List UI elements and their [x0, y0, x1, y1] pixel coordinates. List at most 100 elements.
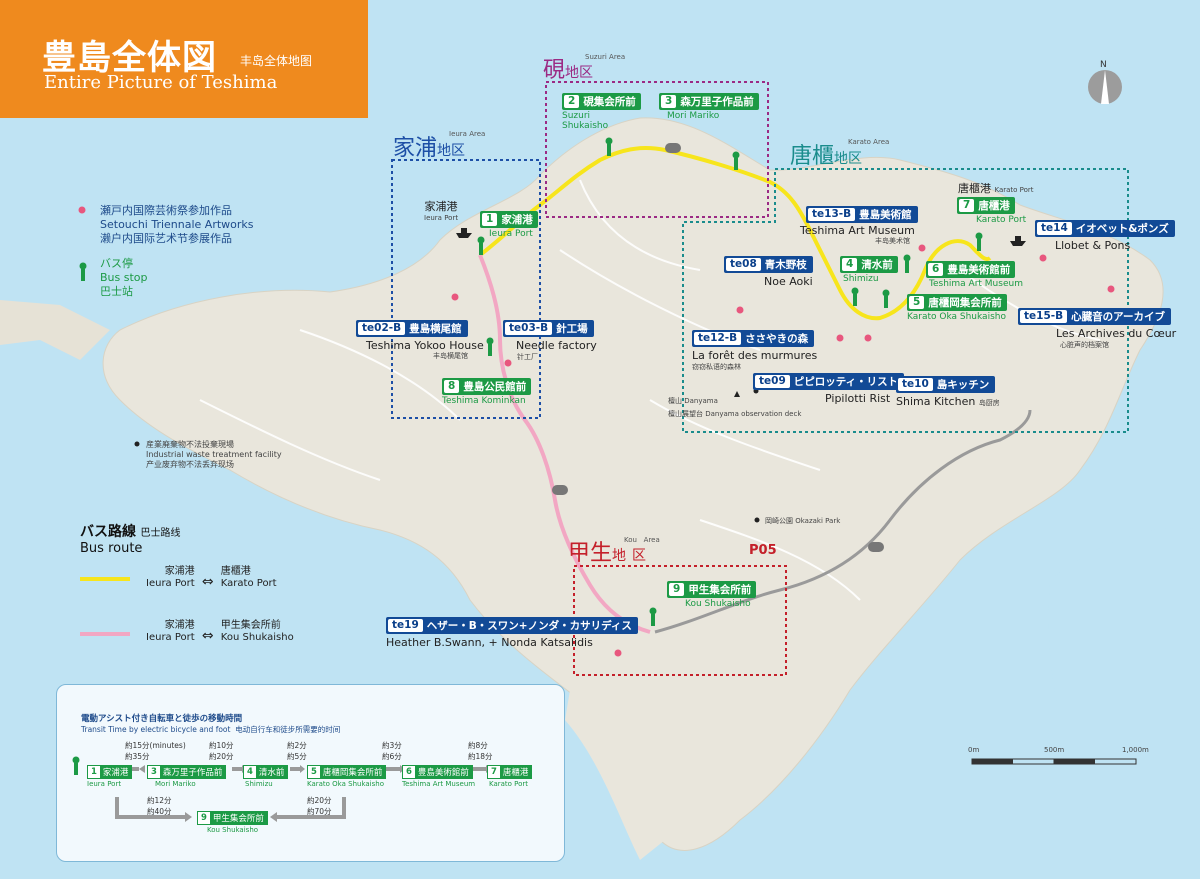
time-1-2-walk: 約35分 — [125, 752, 150, 761]
time-1-9-bike: 約12分 — [147, 796, 172, 805]
gray-road — [654, 409, 1032, 634]
karato-area-box — [682, 168, 1129, 433]
busstop-8-en: Teshima Kominkan — [442, 396, 526, 406]
artwork-te12b-en: La forêt des murmures — [692, 349, 818, 362]
artwork-te15b-cn: 心脏声的档案馆 — [1060, 341, 1109, 349]
okazaki-park-label: 岡崎公園 Okazaki Park — [765, 517, 841, 525]
artwork-te12b-cn: 窃窃私语的森林 — [692, 363, 741, 371]
north-label: N — [1100, 60, 1107, 70]
island-body — [102, 117, 1164, 851]
busstop-2-en: Suzuri Shukaisho — [562, 111, 609, 131]
artwork-te08-en: Noe Aoki — [764, 275, 813, 288]
pink-bus-route — [478, 254, 651, 634]
time-5-9-bike: 約20分 — [307, 796, 332, 805]
artwork-te10-en: Shima Kitchen 岛厨房 — [896, 395, 1000, 408]
busstop-4-en: Shimizu — [843, 274, 879, 284]
transit-time-panel: 電動アシスト付き自転車と徒歩の移動時間 Transit Time by elec… — [56, 684, 565, 862]
transit-title-jp: 電動アシスト付き自転車と徒歩の移動時間 — [81, 714, 243, 724]
transit-title-en: Transit Time by electric bicycle and foo… — [81, 725, 341, 734]
title-en: Entire Picture of Teshima — [44, 72, 278, 93]
karato-area-en: Karato Area — [848, 138, 890, 146]
yellow-bus-route — [478, 146, 992, 321]
scale-0: 0m — [968, 746, 980, 754]
artwork-te15b-en: Les Archives du Cœur — [1056, 327, 1177, 340]
danyama-label: 檀山 Danyama — [668, 397, 718, 405]
ieura-area-label: 家浦地区 — [393, 136, 466, 161]
title-box: 豊島全体図 丰岛全体地图 Entire Picture of Teshima — [0, 0, 368, 118]
artwork-te19-en: Heather B.Swann, + Nonda Katsalidis — [386, 636, 593, 649]
transit-stop-5-en: Karato Oka Shukaisho — [307, 780, 384, 788]
time-5-6-walk: 約6分 — [382, 752, 402, 761]
artwork-te09-en: Pipilotti Rist — [825, 392, 891, 405]
scale-500: 500m — [1044, 746, 1065, 754]
artwork-te14-en: Llobet & Pons — [1055, 239, 1131, 252]
legend-route-title: バス路線 巴士路线 Bus route — [80, 524, 181, 556]
artwork-te02b-cn: 丰岛横尾馆 — [433, 352, 468, 360]
kou-area-box — [573, 565, 787, 676]
busstop-7-en: Karato Port — [976, 215, 1027, 225]
busstop-3-en: Mori Mariko — [667, 111, 720, 121]
transit-stop-1-en: Ieura Port — [87, 780, 122, 788]
time-4-5-bike: 約2分 — [287, 741, 307, 750]
transit-stop-9-en: Kou Shukaisho — [207, 826, 259, 834]
suzuri-area-box — [545, 81, 769, 218]
time-6-7-walk: 約18分 — [468, 752, 493, 761]
busstop-6-en: Teshima Art Museum — [929, 279, 1023, 289]
ieura-area-en: Ieura Area — [449, 130, 486, 138]
west-coast-land — [0, 300, 110, 360]
karato-area-label: 唐櫃地区 — [790, 144, 863, 169]
kou-area-label: 甲生地区 — [568, 541, 647, 566]
time-6-7-bike: 約8分 — [468, 741, 488, 750]
time-3-4-bike: 約10分 — [209, 741, 234, 750]
title-cn: 丰岛全体地图 — [240, 54, 313, 68]
time-3-4-walk: 約20分 — [209, 752, 234, 761]
artwork-te13b-en: Teshima Art Museum — [800, 224, 915, 237]
time-4-5-walk: 約5分 — [287, 752, 307, 761]
kou-area-en: Kou Area — [624, 536, 660, 544]
suzuri-area-label: 硯地区 — [543, 58, 594, 83]
title-jp: 豊島全体図 — [42, 38, 217, 78]
artwork-te03b-cn: 针工厂 — [517, 353, 538, 361]
artwork-te13b-cn: 丰岛美术馆 — [875, 237, 910, 245]
busstop-5-en: Karato Oka Shukaisho — [907, 312, 1006, 322]
transit-stop-6-en: Teshima Art Museum — [402, 780, 476, 788]
page-ref-p05: P05 — [749, 543, 777, 558]
danyama-deck-label: 檀山展望台 Danyama observation deck — [668, 410, 802, 418]
suzuri-area-en: Suzuri Area — [585, 53, 626, 61]
time-1-2-bike: 約15分(minutes) — [125, 741, 186, 750]
busstop-1-en: Ieura Port — [489, 229, 533, 239]
transit-stop-4-en: Shimizu — [245, 780, 273, 788]
busstop-9-en: Kou Shukaisho — [685, 599, 751, 609]
